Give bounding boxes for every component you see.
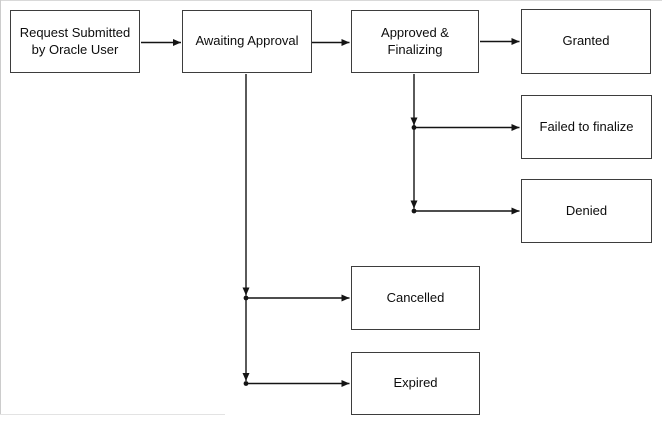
node-request-submitted: Request Submitted by Oracle User xyxy=(10,10,140,73)
node-granted: Granted xyxy=(521,9,651,74)
junction-dot-expired xyxy=(243,381,249,386)
node-denied: Denied xyxy=(521,179,652,243)
node-approved-finalizing: Approved & Finalizing xyxy=(351,10,479,73)
node-failed-to-finalize: Failed to finalize xyxy=(521,95,652,159)
canvas-edge-left xyxy=(0,0,1,415)
canvas-edge-bottom xyxy=(0,414,225,415)
node-cancelled: Cancelled xyxy=(351,266,480,330)
junction-dot-cancelled xyxy=(243,295,249,301)
node-awaiting-approval: Awaiting Approval xyxy=(182,10,312,73)
junction-dot-failed xyxy=(411,125,417,130)
canvas-edge-top xyxy=(0,0,662,1)
junction-dot-denied xyxy=(411,208,417,214)
node-expired: Expired xyxy=(351,352,480,415)
